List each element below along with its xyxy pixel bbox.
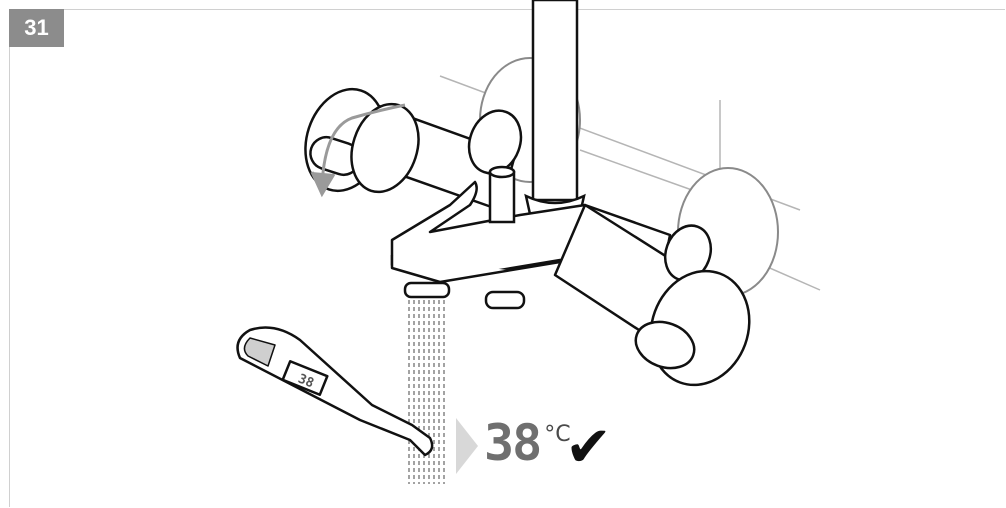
left-connector [467,109,523,175]
play-arrow-icon [456,418,478,474]
step-number-badge: 31 [9,9,64,47]
flow-knob [634,269,751,387]
temperature-value: 38 [484,414,542,472]
thermometer [236,326,434,457]
panel-frame [9,9,1005,507]
rotate-arrow-icon [310,103,406,198]
diverter [488,165,516,224]
water-stream [408,300,445,484]
temperature-readout: 38 °C [484,416,571,472]
spout-outlet [403,281,526,310]
shower-riser [524,0,586,220]
temperature-unit: °C [544,422,571,447]
temperature-knob [304,87,420,194]
checkmark-icon: ✔ [565,415,612,480]
